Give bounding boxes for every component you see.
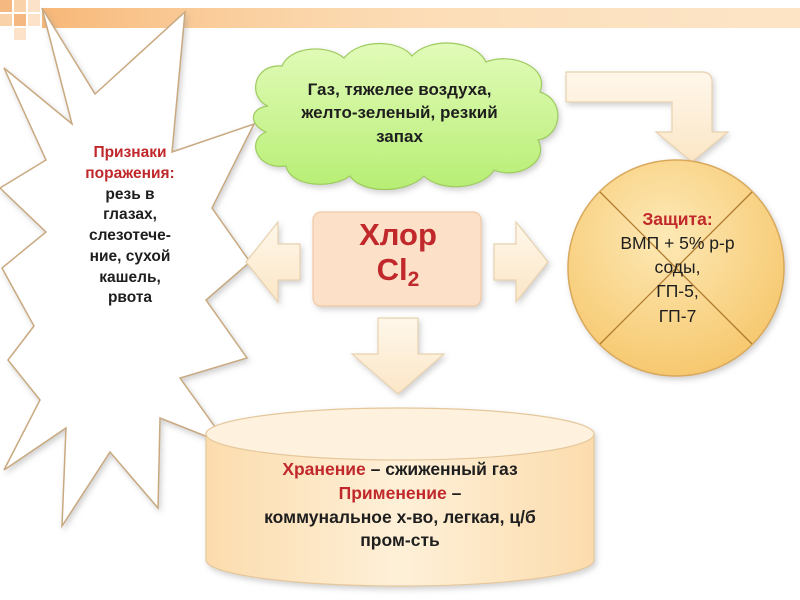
storage-cylinder	[205, 407, 595, 587]
storage-line: Хранение – сжиженный газ	[215, 458, 585, 482]
symptoms-title: поражения:	[85, 164, 175, 182]
arrow-left-icon	[245, 220, 301, 304]
chlorine-label: Хлор Cl2	[318, 217, 478, 292]
symptoms-line: слезотече-	[89, 227, 171, 245]
symptoms-line: кашель,	[99, 268, 161, 286]
arrow-down-icon	[350, 317, 446, 395]
symptoms-line: резь в	[105, 185, 155, 203]
arrow-right-icon	[493, 220, 549, 304]
usage-value: пром-сть	[360, 530, 440, 551]
protection-title: Защита:	[642, 209, 713, 229]
arrow-bent-icon	[565, 71, 730, 163]
usage-label: Применение	[338, 482, 447, 503]
protection-line: ГП-5,	[656, 281, 699, 302]
protection-line: ВМП + 5% р-р	[620, 233, 735, 254]
storage-value: – сжиженный газ	[365, 459, 518, 479]
symptoms-text: Признаки поражения: резь в глазах, слезо…	[60, 143, 200, 309]
properties-line: желто-зеленый, резкий	[301, 103, 498, 123]
storage-text: Хранение – сжиженный газ Применение – ко…	[215, 458, 585, 553]
protection-line: соды,	[654, 257, 701, 278]
properties-cloud	[252, 42, 559, 191]
chlorine-formula: Cl2	[318, 251, 478, 292]
usage-line: Применение –	[215, 482, 585, 506]
symptoms-line: рвота	[107, 289, 153, 307]
symptoms-line: ние, сухой	[89, 247, 171, 265]
circle-cross-line	[599, 191, 753, 345]
symptoms-starburst	[0, 7, 256, 529]
symptoms-line: глазах,	[103, 206, 157, 224]
symptoms-title: Признаки	[93, 144, 167, 161]
formula-base: Cl	[376, 251, 408, 287]
formula-subscript: 2	[407, 267, 420, 291]
protection-line: ГП-7	[658, 305, 697, 326]
usage-value: коммунальное х-во, легкая, ц/б	[264, 506, 536, 527]
properties-line: Газ, тяжелее воздуха,	[307, 80, 492, 99]
header-decoration	[0, 0, 800, 40]
properties-line: запах	[376, 126, 423, 146]
protection-text: Защита: ВМП + 5% р-р соды, ГП-5, ГП-7	[585, 207, 770, 328]
chlorine-name: Хлор	[359, 217, 437, 252]
storage-label: Хранение	[282, 459, 366, 479]
usage-dash: –	[446, 482, 462, 503]
chlorine-box	[312, 211, 482, 307]
properties-text: Газ, тяжелее воздуха, желто-зеленый, рез…	[262, 78, 537, 148]
